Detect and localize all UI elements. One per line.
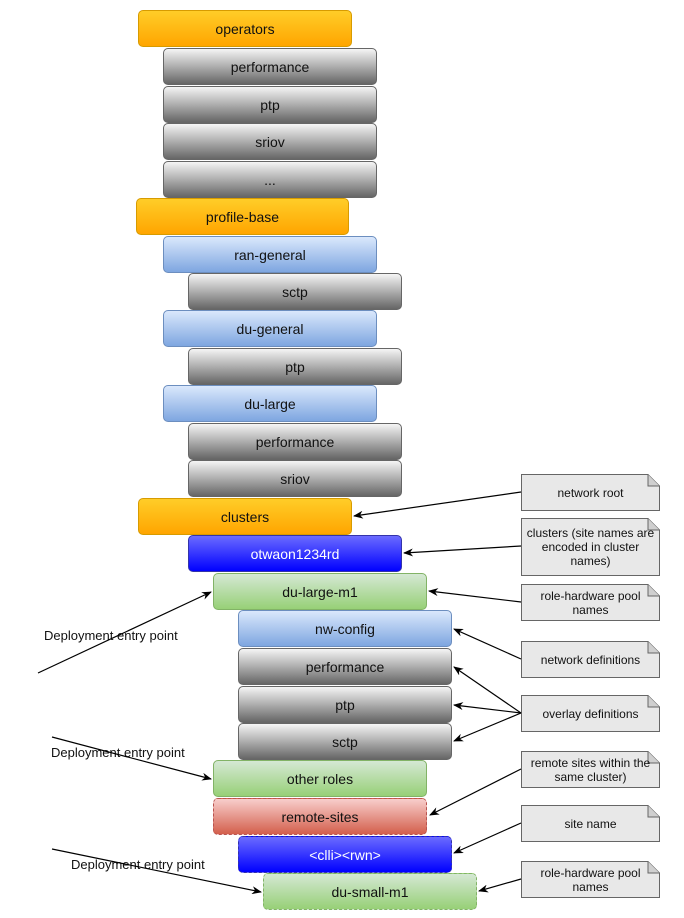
sriov-box: sriov	[188, 460, 402, 497]
du-general-box: du-general	[163, 310, 377, 347]
note-text: site name	[564, 816, 617, 831]
arrow-overlay-ptp	[453, 702, 522, 714]
network-root-note: network root	[521, 474, 660, 511]
ellipsis-box: ...	[163, 161, 377, 198]
note-shape	[521, 641, 660, 678]
arrow-entry-3	[51, 848, 262, 895]
performance-box: performance	[163, 48, 377, 85]
arrow-remote-sites	[429, 768, 522, 816]
ptp-box: ptp	[238, 686, 452, 723]
arrow-entry-2	[51, 736, 212, 781]
operators-box: operators	[138, 10, 352, 47]
otwaon1234rd-box: otwaon1234rd	[188, 535, 402, 572]
arrow-overlay-sctp	[453, 712, 522, 742]
role-hardware-pool-note: role-hardware pool names	[521, 584, 660, 621]
deployment-entry-label: Deployment entry point	[71, 857, 205, 872]
arrow-network-root	[353, 491, 522, 519]
note-shape	[521, 861, 660, 898]
note-text: remote sites within the same cluster)	[530, 755, 651, 784]
sctp-box: sctp	[188, 273, 402, 310]
deployment-entry-label: Deployment entry point	[51, 745, 185, 760]
role-hardware-pool-note: role-hardware pool names	[521, 861, 660, 898]
note-text: network definitions	[540, 652, 641, 667]
ptp-box: ptp	[188, 348, 402, 385]
note-shape	[521, 474, 660, 511]
arrow-entry-1	[37, 591, 212, 674]
arrow-network-definitions	[453, 628, 522, 660]
ran-general-box: ran-general	[163, 236, 377, 273]
arrow-role-hw-pool-2	[478, 878, 522, 893]
note-shape	[521, 805, 660, 842]
remote-sites-note: remote sites within the same cluster)	[521, 751, 660, 788]
sriov-box: sriov	[163, 123, 377, 160]
ptp-box: ptp	[163, 86, 377, 123]
note-text: role-hardware pool names	[540, 865, 641, 894]
site-name-note: site name	[521, 805, 660, 842]
note-text: role-hardware pool names	[540, 588, 641, 617]
arrow-role-hw-pool-1	[428, 588, 522, 603]
profile-base-box: profile-base	[136, 198, 349, 235]
note-text: overlay definitions	[542, 706, 639, 721]
clusters-box: clusters	[138, 498, 352, 535]
performance-box: performance	[188, 423, 402, 460]
network-definitions-note: network definitions	[521, 641, 660, 678]
clusters-note: clusters (site names are encoded in clus…	[521, 518, 660, 576]
note-text: network root	[557, 485, 624, 500]
overlay-definitions-note: overlay definitions	[521, 695, 660, 732]
clli-rwn-box: <clli><rwn>	[238, 836, 452, 873]
note-shape	[521, 518, 660, 576]
du-large-m1-box: du-large-m1	[213, 573, 427, 610]
note-shape	[521, 751, 660, 788]
deployment-entry-label: Deployment entry point	[44, 628, 178, 643]
note-shape	[521, 584, 660, 621]
note-shape	[521, 695, 660, 732]
arrow-site-name	[453, 822, 522, 854]
arrow-clusters	[403, 545, 522, 557]
du-small-m1-box: du-small-m1	[263, 873, 477, 910]
other-roles-box: other roles	[213, 760, 427, 797]
sctp-box: sctp	[238, 723, 452, 760]
remote-sites-box: remote-sites	[213, 798, 427, 835]
nw-config-box: nw-config	[238, 610, 452, 647]
performance-box: performance	[238, 648, 452, 685]
arrow-overlay-performance	[453, 666, 522, 714]
note-text: clusters (site names are encoded in clus…	[526, 526, 655, 568]
du-large-box: du-large	[163, 385, 377, 422]
